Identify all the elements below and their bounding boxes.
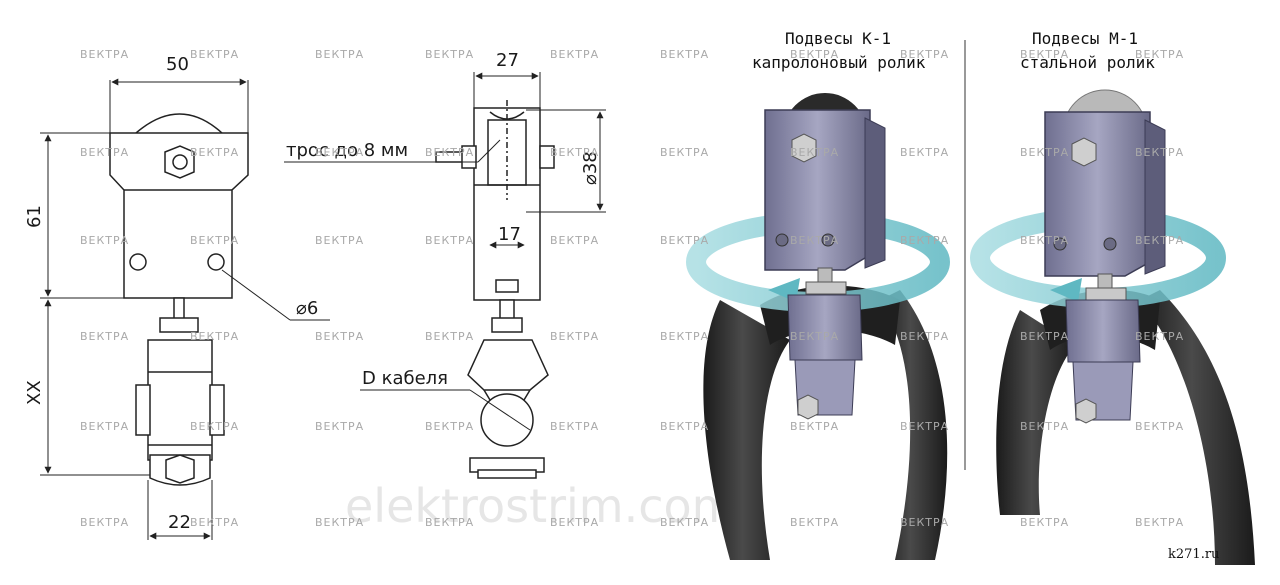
dim-throat: 17	[498, 224, 521, 245]
brand-watermark: ВЕКТРА	[1135, 234, 1184, 247]
brand-watermark: ВЕКТРА	[1135, 330, 1184, 343]
brand-watermark: ВЕКТРА	[1135, 420, 1184, 433]
brand-watermark: ВЕКТРА	[80, 146, 129, 159]
brand-watermark: ВЕКТРА	[900, 146, 949, 159]
brand-watermark: ВЕКТРА	[315, 146, 364, 159]
product-m1-subtitle: стальной ролик	[1020, 53, 1155, 72]
brand-watermark: ВЕКТРА	[1135, 146, 1184, 159]
product-m1-title: Подвесы М-1	[1032, 29, 1138, 48]
brand-watermark: ВЕКТРА	[790, 516, 839, 529]
dim-hole: ⌀6	[296, 298, 318, 319]
site-watermark: elektrostrim.com	[345, 479, 736, 533]
clamp-outline	[147, 339, 213, 461]
brand-watermark: ВЕКТРА	[790, 146, 839, 159]
brand-watermark: ВЕКТРА	[425, 146, 474, 159]
brand-watermark: ВЕКТРА	[900, 330, 949, 343]
product-k1-title: Подвесы К-1	[785, 29, 891, 48]
brand-watermark: ВЕКТРА	[790, 330, 839, 343]
hose-left-m1	[996, 310, 1075, 515]
product-k1-render	[686, 93, 950, 560]
brand-watermark: ВЕКТРА	[1020, 146, 1069, 159]
brand-watermark: ВЕКТРА	[1020, 420, 1069, 433]
source-label: k271.ru	[1168, 547, 1219, 562]
hose-right-m1	[1140, 290, 1255, 565]
brand-watermark: ВЕКТРА	[80, 516, 129, 529]
brand-watermark: ВЕКТРА	[900, 516, 949, 529]
brand-watermark: ВЕКТРА	[660, 420, 709, 433]
brand-watermark: ВЕКТРА	[900, 48, 949, 61]
brand-watermark: ВЕКТРА	[790, 234, 839, 247]
mount-hole-left	[129, 253, 147, 271]
brand-watermark: ВЕКТРА	[790, 420, 839, 433]
brand-watermark: ВЕКТРА	[1135, 516, 1184, 529]
brand-watermark: ВЕКТРА	[190, 330, 239, 343]
bracket-k1	[764, 109, 871, 271]
brand-watermark: ВЕКТРА	[660, 48, 709, 61]
cable-diameter-label: D кабеля	[362, 368, 448, 389]
dim-clamp-width: 22	[168, 512, 191, 533]
brand-watermark: ВЕКТРА	[790, 48, 839, 61]
dim-height: 61	[24, 205, 45, 228]
brand-watermark: ВЕКТРА	[660, 146, 709, 159]
brand-watermark: ВЕКТРА	[80, 330, 129, 343]
brand-watermark: ВЕКТРА	[315, 516, 364, 529]
mount-hole-right	[207, 253, 225, 271]
dim-length: XX	[24, 380, 45, 405]
side-dimensions	[284, 72, 606, 431]
brand-watermark: ВЕКТРА	[80, 420, 129, 433]
brand-watermark: ВЕКТРА	[1020, 234, 1069, 247]
brand-watermark: ВЕКТРА	[190, 516, 239, 529]
brand-watermark: ВЕКТРА	[550, 516, 599, 529]
brand-watermark: ВЕКТРА	[550, 330, 599, 343]
brand-watermark: ВЕКТРА	[315, 48, 364, 61]
brand-watermark: ВЕКТРА	[315, 420, 364, 433]
front-dimensions	[40, 78, 330, 540]
brand-watermark: ВЕКТРА	[1135, 48, 1184, 61]
brand-watermark: ВЕКТРА	[425, 420, 474, 433]
bracket-m1	[1044, 111, 1151, 277]
brand-watermark: ВЕКТРА	[190, 234, 239, 247]
brand-watermark: ВЕКТРА	[900, 420, 949, 433]
brand-watermark: ВЕКТРА	[1020, 516, 1069, 529]
hose-left	[703, 300, 790, 560]
dim-width: 50	[166, 54, 189, 75]
side-view	[435, 100, 555, 479]
hose-right	[880, 290, 948, 560]
product-m1-render	[970, 89, 1255, 565]
brand-watermark: ВЕКТРА	[190, 146, 239, 159]
front-view	[109, 113, 249, 486]
roller-outline	[135, 113, 223, 134]
product-k1-subtitle: капролоновый ролик	[752, 53, 926, 72]
brand-watermark: ВЕКТРА	[425, 234, 474, 247]
brand-watermark: ВЕКТРА	[425, 48, 474, 61]
brand-watermark: ВЕКТРА	[550, 48, 599, 61]
brand-watermark: ВЕКТРА	[315, 330, 364, 343]
cable-note: трос до 8 мм	[286, 140, 408, 161]
side-clamp-top	[467, 339, 549, 391]
brand-watermark: ВЕКТРА	[660, 516, 709, 529]
brand-watermark: ВЕКТРА	[550, 420, 599, 433]
cable-ring	[480, 393, 534, 447]
brand-watermark: ВЕКТРА	[1020, 330, 1069, 343]
dim-roller-diameter: ⌀38	[580, 151, 601, 185]
brand-watermark: ВЕКТРА	[660, 234, 709, 247]
brand-watermark: ВЕКТРА	[80, 234, 129, 247]
brand-watermark: ВЕКТРА	[550, 146, 599, 159]
brand-watermark: ВЕКТРА	[660, 330, 709, 343]
brand-watermark: ВЕКТРА	[190, 420, 239, 433]
brand-watermark: ВЕКТРА	[190, 48, 239, 61]
brand-watermarks: ВЕКТРА ВЕКТРА ВЕКТРА ВЕКТРА ВЕКТРА ВЕКТРА ВЕКТ…	[80, 48, 1184, 529]
brand-watermark: ВЕКТРА	[900, 234, 949, 247]
brand-watermark: ВЕКТРА	[425, 516, 474, 529]
brand-watermark: ВЕКТРА	[315, 234, 364, 247]
brand-watermark: ВЕКТРА	[80, 48, 129, 61]
brand-watermark: ВЕКТРА	[1020, 48, 1069, 61]
brand-watermark: ВЕКТРА	[425, 330, 474, 343]
bolt-outline	[164, 145, 195, 179]
brand-watermark: ВЕКТРА	[550, 234, 599, 247]
nut-outline	[159, 317, 199, 333]
dim-side-width: 27	[496, 50, 519, 71]
